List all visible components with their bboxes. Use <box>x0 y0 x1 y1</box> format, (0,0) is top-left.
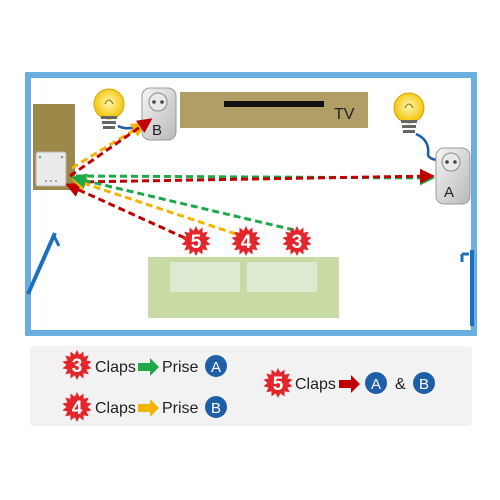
clap-burst-4: 4 <box>231 226 261 256</box>
legend-row-5: 5 Claps A & B <box>263 368 435 398</box>
tv-label: TV <box>334 106 355 123</box>
tv-screen <box>224 101 324 107</box>
svg-text:5: 5 <box>191 232 202 253</box>
svg-text:5: 5 <box>273 374 284 395</box>
legend-amp: & <box>395 376 406 393</box>
legend-claps-label: Claps <box>95 359 136 376</box>
lightbulb-b-icon <box>93 88 125 129</box>
legend-target-a: A <box>211 359 221 376</box>
svg-text:4: 4 <box>241 232 252 253</box>
legend-target-b: B <box>211 400 221 417</box>
legend-prise-label: Prise <box>162 400 199 417</box>
legend-claps-label: Claps <box>295 376 336 393</box>
door-left <box>26 232 61 295</box>
svg-text:3: 3 <box>292 232 303 253</box>
arrow-red-to-b <box>69 118 153 178</box>
cable-a <box>415 132 441 162</box>
legend-row-4: 4 Claps Prise B <box>62 392 227 422</box>
svg-text:3: 3 <box>72 356 83 377</box>
legend-burst-4: 4 <box>62 392 92 422</box>
plug-a-icon <box>435 147 471 205</box>
plug-b-label: B <box>152 122 162 139</box>
legend-target-a: A <box>371 376 381 393</box>
legend-burst-5: 5 <box>263 368 293 398</box>
tv-stand <box>180 92 368 128</box>
sofa <box>148 257 339 318</box>
arrow-green-clap3 <box>71 173 295 232</box>
door-right <box>460 250 474 326</box>
clap-sensor <box>35 151 67 187</box>
arrow-red-to-a <box>75 168 435 184</box>
arrow-yellow-to-b <box>71 122 147 170</box>
legend-claps-label: Claps <box>95 400 136 417</box>
arrow-yellow-clap4 <box>71 176 237 236</box>
lightbulb-a-icon <box>393 92 425 133</box>
svg-text:4: 4 <box>72 398 83 419</box>
legend-target-b: B <box>419 376 429 393</box>
clap-burst-5: 5 <box>181 226 211 256</box>
arrow-green-to-a <box>75 170 435 186</box>
arrow-right-red-icon <box>339 375 360 393</box>
clap-burst-3: 3 <box>282 226 312 256</box>
arrow-right-green-icon <box>138 358 159 376</box>
legend-row-3: 3 Claps Prise A <box>62 350 227 380</box>
plug-a-label: A <box>444 184 454 201</box>
legend-prise-label: Prise <box>162 359 199 376</box>
legend-burst-3: 3 <box>62 350 92 380</box>
arrow-right-yellow-icon <box>138 399 159 417</box>
